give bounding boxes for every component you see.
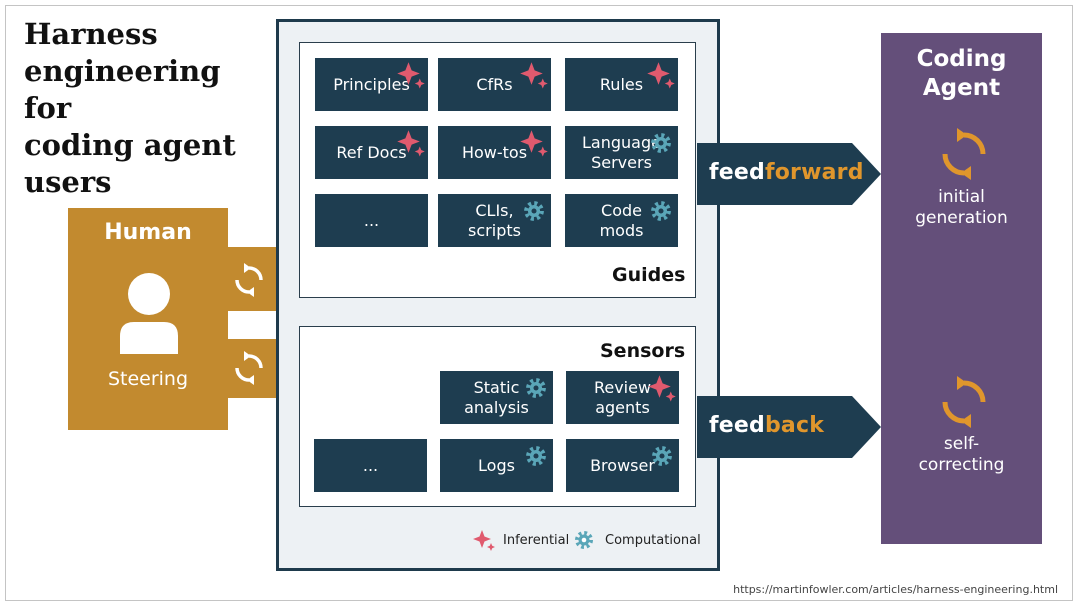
self-correcting-label: self- correcting: [918, 434, 1005, 475]
refresh-icon: [235, 263, 263, 297]
tile-label: Principles: [333, 74, 410, 94]
tile-cfrs: CfRs: [438, 58, 551, 111]
tile-browser: Browser: [566, 439, 679, 492]
sparkle-icon: [520, 130, 548, 157]
tile-label: Ref Docs: [336, 142, 407, 162]
coding-agent-title: Coding Agent: [916, 46, 1007, 101]
initial-generation-label: initial generation: [915, 187, 1008, 228]
sparkle-icon: [397, 130, 425, 157]
sensors-label: Sensors: [600, 340, 686, 362]
tile-principles: Principles: [315, 58, 428, 111]
tile-label: How-tos: [461, 142, 528, 162]
cycle-icon: [942, 128, 986, 180]
tile-label: CfRs: [476, 74, 513, 94]
tile-label: Static analysis: [464, 377, 529, 417]
tile-label: CLIs, scripts: [468, 200, 521, 240]
tile-language-servers: Language Servers: [565, 126, 678, 179]
human-steering-label: Steering: [107, 368, 189, 390]
cycle-icon: [942, 376, 986, 428]
human-title: Human: [104, 220, 192, 245]
tile-label: Browser: [590, 455, 655, 475]
feedback-arrow: [697, 396, 881, 458]
tile-clis-scripts: CLIs, scripts: [438, 194, 551, 247]
source-url: https://martinfowler.com/articles/harnes…: [733, 583, 1058, 596]
gear-icon: [651, 133, 671, 153]
tile-label: ...: [363, 210, 380, 230]
coding-agent-box: [881, 33, 1042, 544]
diagram-title: Harness engineering for coding agent use…: [24, 17, 236, 199]
tile-label: ...: [362, 455, 379, 475]
tile-static-analysis: Static analysis: [440, 371, 553, 424]
tile-label: Rules: [599, 74, 644, 94]
sparkle-icon: [473, 530, 495, 551]
gear-icon: [526, 378, 546, 398]
refresh-icon: [235, 351, 263, 385]
legend-inferential: Inferential: [503, 533, 570, 548]
tile-: ...: [315, 194, 428, 247]
tile-label: Logs: [478, 455, 515, 475]
tile-label: Review agents: [593, 377, 652, 417]
gear-icon: [526, 446, 546, 466]
tile-logs: Logs: [440, 439, 553, 492]
tile-label: Language Servers: [582, 132, 661, 172]
gear-icon: [652, 446, 672, 466]
tile-label: Code mods: [599, 200, 644, 240]
feedback-label: feedback: [709, 413, 825, 438]
sparkle-icon: [648, 375, 676, 402]
gear-icon: [524, 201, 544, 221]
guides-label: Guides: [612, 264, 686, 286]
person-icon: [120, 273, 178, 354]
tile-code-mods: Code mods: [565, 194, 678, 247]
tile-review-agents: Review agents: [566, 371, 679, 424]
tile-ref-docs: Ref Docs: [315, 126, 428, 179]
feedforward-label: feedforward: [709, 160, 864, 185]
human-box: [68, 208, 228, 430]
legend-computational: Computational: [605, 533, 701, 548]
tile-rules: Rules: [565, 58, 678, 111]
sparkle-icon: [647, 62, 675, 89]
gear-icon: [575, 531, 593, 549]
tile-: ...: [314, 439, 427, 492]
sparkle-icon: [520, 62, 548, 89]
gear-icon: [651, 201, 671, 221]
tile-how-tos: How-tos: [438, 126, 551, 179]
sparkle-icon: [397, 62, 425, 89]
feedforward-arrow: [697, 143, 881, 205]
diagram-frame: [5, 5, 1073, 601]
